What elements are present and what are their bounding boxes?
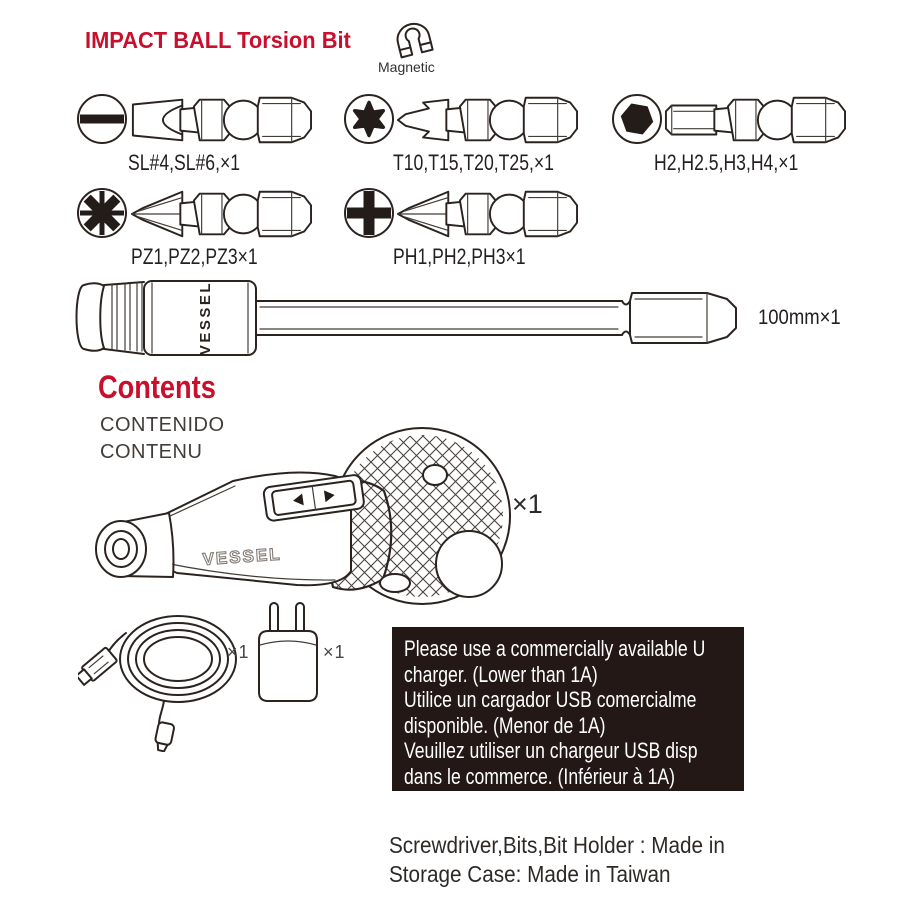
torx-bit-illustration [396, 96, 578, 144]
bit-label: H2,H2.5,H3,H4,×1 [654, 150, 799, 175]
product-title: IMPACT BALL Torsion Bit [85, 27, 351, 53]
notice-line: disponible. (Menor de 1A) [404, 712, 606, 738]
screwdriver-illustration: VESSEL [95, 427, 511, 605]
bit-holder-brand: VESSEL [197, 281, 214, 355]
slotted-bit-illustration [131, 96, 312, 144]
phillips-tip-icon [344, 188, 394, 238]
screwdriver-qty-label: ×1 [512, 489, 543, 519]
bit-label: PZ1,PZ2,PZ3×1 [131, 244, 258, 269]
usb-charger-notice: Please use a commercially available U ch… [392, 627, 744, 791]
usb-cable-illustration [78, 615, 237, 752]
bit-holder-qty-label: 100mm×1 [758, 306, 841, 329]
notice-line: dans le commerce. (Inférieur à 1A) [404, 763, 675, 789]
contents-subheading-fr: CONTENU [100, 441, 203, 463]
usb-charger-qty-label: ×1 [323, 642, 346, 662]
bit-label: SL#4,SL#6,×1 [128, 150, 241, 175]
usb-charger-illustration [258, 602, 318, 702]
pozidriv-bit-illustration [130, 190, 312, 238]
phillips-bit-illustration [396, 190, 578, 238]
hex-tip-icon [612, 94, 662, 144]
pozidriv-tip-icon [77, 188, 127, 238]
origin-line-1: Screwdriver,Bits,Bit Holder : Made in [389, 832, 725, 858]
hex-bit-illustration [664, 96, 846, 144]
contents-heading: Contents [98, 369, 216, 405]
screwdriver-brand: VESSEL [202, 545, 282, 569]
bit-label: PH1,PH2,PH3×1 [393, 244, 526, 269]
origin-info: Screwdriver,Bits,Bit Holder : Made in St… [389, 831, 762, 889]
slotted-tip-icon [77, 94, 127, 144]
torx-tip-icon [344, 94, 394, 144]
magnet-label: Magnetic [378, 59, 435, 75]
bit-holder-illustration: VESSEL [75, 280, 737, 356]
notice-line: charger. (Lower than 1A) [404, 661, 598, 687]
notice-line: Please use a commercially available U [404, 636, 706, 661]
usb-cable-qty-label: ×1 [227, 642, 250, 662]
contents-subheading-es: CONTENIDO [100, 414, 225, 436]
horseshoe-magnet-icon [396, 22, 434, 59]
notice-line: Utilice un cargador USB comercialme [404, 687, 697, 713]
bit-label: T10,T15,T20,T25,×1 [393, 150, 554, 175]
origin-line-2: Storage Case: Made in Taiwan [389, 861, 671, 887]
notice-line: Veuillez utiliser un chargeur USB disp [404, 738, 698, 764]
